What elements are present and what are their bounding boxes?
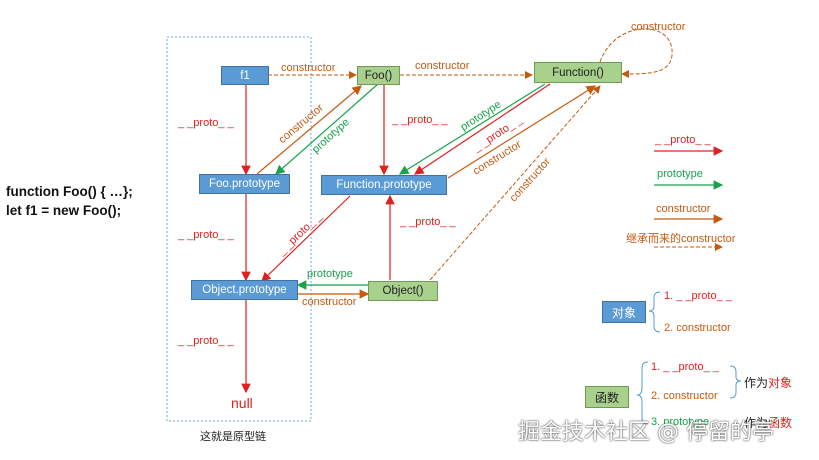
as-object-note: 作为对象	[744, 374, 792, 391]
edge-foo-prototype	[275, 83, 379, 175]
legend-constructor-label: constructor	[656, 203, 711, 215]
code-line-1: function Foo() { …};	[6, 184, 133, 199]
object-note-item1-text: 1. _ _proto_ _	[664, 290, 732, 302]
label-objproto-proto: _ _proto_ _	[178, 335, 234, 347]
legend-inherited-label: 继承而来的constructor	[626, 233, 736, 245]
edge-function-constructor-self	[599, 28, 673, 78]
prototype-chain-region	[166, 36, 312, 422]
chain-caption: 这就是原型链	[200, 430, 266, 443]
watermark-text: 掘金技术社区 @ 停留的亭	[518, 420, 774, 445]
function-note-title: 函数	[585, 386, 629, 408]
object-note-title: 对象	[602, 301, 646, 323]
node-null: null	[231, 395, 253, 411]
edge-object-constructor	[429, 85, 601, 281]
as-function-suffix: 函数	[768, 416, 793, 430]
edge-function-prototype	[398, 83, 546, 175]
object-note-item1: 1. _ _proto_ _	[664, 290, 732, 302]
label-foo-constructor: constructor	[415, 60, 470, 72]
object-note-item2: 2. constructor	[664, 322, 731, 334]
edge-fooproto-constructor	[256, 85, 362, 175]
node-foo-prototype: Foo.prototype	[199, 174, 290, 194]
label-objproto-constructor: constructor	[302, 296, 357, 308]
code-line-2: let f1 = new Foo();	[6, 203, 122, 218]
label-fooproto-proto: _ _proto_ _	[178, 229, 234, 241]
label-object-prototype: prototype	[307, 268, 353, 280]
as-object-brace	[729, 365, 742, 399]
as-object-prefix: 作为	[744, 376, 769, 390]
label-foo-proto: _ _proto_ _	[392, 114, 448, 126]
node-object: Object()	[368, 281, 438, 301]
function-note-item1: 1. _ _proto_ _	[651, 361, 719, 373]
object-note-brace	[648, 291, 661, 333]
node-object-prototype: Object.prototype	[191, 280, 298, 300]
edge-funcproto-proto	[261, 195, 351, 282]
as-function-note: 作为函数	[744, 414, 792, 431]
label-f1-constructor: constructor	[281, 62, 336, 74]
node-foo: Foo()	[357, 66, 400, 85]
legend-proto-label: _ _proto_ _	[655, 134, 711, 146]
label-object-proto: _ _proto_ _	[400, 216, 456, 228]
as-function-prefix: 作为	[744, 416, 769, 430]
node-function: Function()	[534, 62, 622, 83]
as-object-suffix: 对象	[768, 376, 793, 390]
function-note-brace	[636, 361, 649, 425]
function-note-item3: 3. prototype	[651, 416, 710, 428]
node-function-prototype: Function.prototype	[321, 175, 447, 195]
function-note-item2: 2. constructor	[651, 390, 718, 402]
edge-function-proto	[414, 83, 551, 175]
node-f1: f1	[221, 66, 269, 85]
legend-prototype-label: prototype	[657, 168, 703, 180]
label-f1-proto: _ _proto_ _	[178, 117, 234, 129]
label-function-constructor: constructor	[631, 21, 686, 33]
edge-funcproto-constructor	[447, 85, 597, 179]
